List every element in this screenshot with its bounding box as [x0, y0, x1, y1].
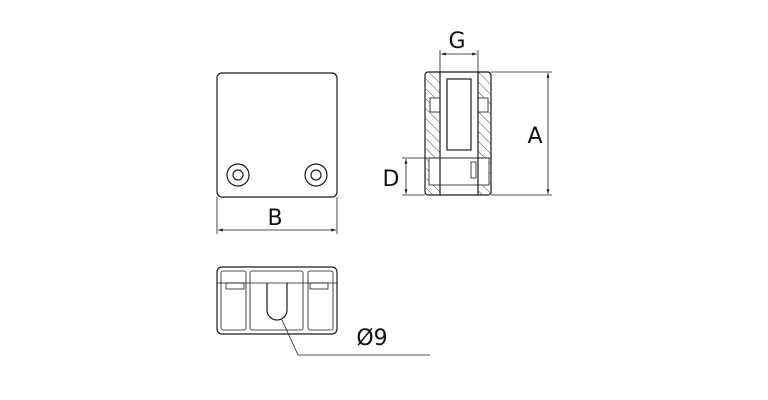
label-b: B [267, 206, 282, 231]
bottom-view: Ø9 [216, 266, 430, 356]
slot [266, 283, 288, 321]
label-a: A [527, 124, 542, 149]
label-g: G [448, 29, 465, 54]
label-diameter: Ø9 [356, 326, 387, 351]
mounting-hole-right [304, 163, 328, 187]
mounting-hole-left [226, 163, 250, 187]
leader-line [281, 319, 430, 356]
front-view: B [216, 72, 338, 234]
label-d: D [383, 167, 400, 192]
side-section-view: G A D [383, 29, 552, 196]
